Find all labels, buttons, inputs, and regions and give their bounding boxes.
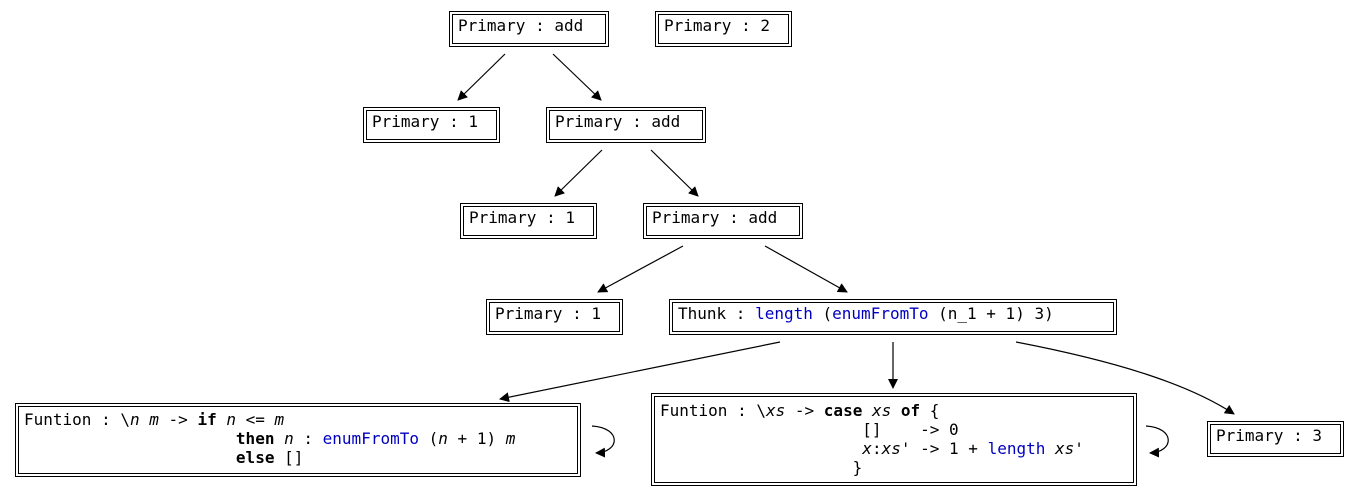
node-kind: Primary [495, 304, 563, 323]
var-xs: xs [871, 401, 892, 420]
node-kind: Primary [458, 16, 526, 35]
node-kind: Primary [469, 208, 537, 227]
op-le: <= [245, 410, 265, 429]
arrow: -> [794, 401, 815, 420]
lambda: \ [120, 410, 130, 429]
arrow-zero: -> 0 [920, 420, 959, 439]
kw-of: of [900, 401, 921, 420]
node-value: 1 [591, 304, 601, 323]
var-n: n [226, 410, 236, 429]
node-kind: Primary [652, 208, 720, 227]
var-m: m [274, 410, 285, 429]
node-kind: Funtion [24, 410, 92, 429]
brace-close: } [852, 458, 863, 477]
nil: [] [862, 420, 882, 439]
node-kind: Primary [372, 112, 440, 131]
paren: ( [428, 429, 439, 448]
op-cons: : [303, 429, 314, 448]
node-function-enumfromto: Funtion : \n m -> if n <= m then n : enu… [15, 403, 581, 477]
kw-then: then [235, 429, 275, 448]
node-primary-1-c: Primary : 1 [486, 299, 623, 335]
arrow: -> [168, 410, 188, 429]
fn-length: length [987, 439, 1046, 458]
arrow-one-plus: -> 1 + [920, 439, 978, 458]
node-value: 1 [468, 112, 478, 131]
nil: [] [284, 448, 304, 467]
fn-enumfromto: enumFromTo [832, 304, 929, 323]
node-value: 1 [565, 208, 575, 227]
node-kind: Primary [555, 112, 623, 131]
lambda: \ [756, 401, 766, 420]
edge-add-mid-to-add-low [650, 149, 699, 197]
node-primary-3: Primary : 3 [1207, 421, 1344, 457]
edge-add-low-to-prim-1 [597, 245, 684, 293]
node-value: 2 [760, 16, 770, 35]
edge-add-mid-to-prim-1 [554, 149, 603, 197]
var-xs: xs [765, 401, 786, 420]
node-primary-add-top: Primary : add [449, 11, 609, 47]
node-kind: Funtion [660, 401, 728, 420]
var-m: m [505, 429, 516, 448]
paren: ( [822, 304, 833, 323]
var-x: x [862, 439, 872, 458]
var-n: n [284, 429, 294, 448]
var-m: m [149, 410, 159, 429]
node-function-length: Funtion : \xs -> case xs of { [] -> 0 x:… [651, 393, 1137, 486]
kw-case: case [823, 401, 863, 420]
var-n: n [438, 429, 448, 448]
node-value: add [554, 16, 584, 35]
op-cons: : [871, 439, 882, 458]
fn-enumfromto: enumFromTo [322, 429, 419, 448]
edge-thunk-to-fun-enum [499, 341, 781, 403]
var-xs-prime: xs' [1055, 439, 1084, 458]
edge-add-top-to-add-mid [552, 53, 602, 101]
node-kind: Primary [664, 16, 732, 35]
node-primary-add-mid: Primary : add [546, 107, 706, 143]
edge-add-top-to-prim-1 [457, 53, 506, 101]
node-value: 3 [1312, 426, 1322, 445]
node-kind: Primary [1216, 426, 1284, 445]
node-value: add [748, 208, 778, 227]
node-kind: Thunk [678, 304, 727, 323]
self-loop-fun-enum [591, 425, 615, 458]
node-value: add [651, 112, 681, 131]
plus-one: + 1) [457, 429, 497, 448]
node-primary-2: Primary : 2 [655, 11, 792, 47]
var-n: n [129, 410, 140, 429]
brace-open: { [929, 401, 940, 420]
kw-if: if [197, 410, 217, 429]
edge-thunk-to-prim-3 [1015, 341, 1235, 415]
edge-add-low-to-thunk [764, 245, 848, 293]
node-thunk: Thunk : length (enumFromTo (n_1 + 1) 3) [669, 299, 1117, 335]
node-primary-1-a: Primary : 1 [363, 107, 500, 143]
kw-else: else [235, 448, 275, 467]
thunk-args: (n_1 + 1) 3) [938, 304, 1054, 323]
node-primary-1-b: Primary : 1 [460, 203, 597, 239]
var-xs-prime: xs' [881, 439, 911, 458]
fn-length: length [755, 304, 813, 323]
node-primary-add-low: Primary : add [643, 203, 803, 239]
self-loop-fun-length [1145, 425, 1169, 458]
